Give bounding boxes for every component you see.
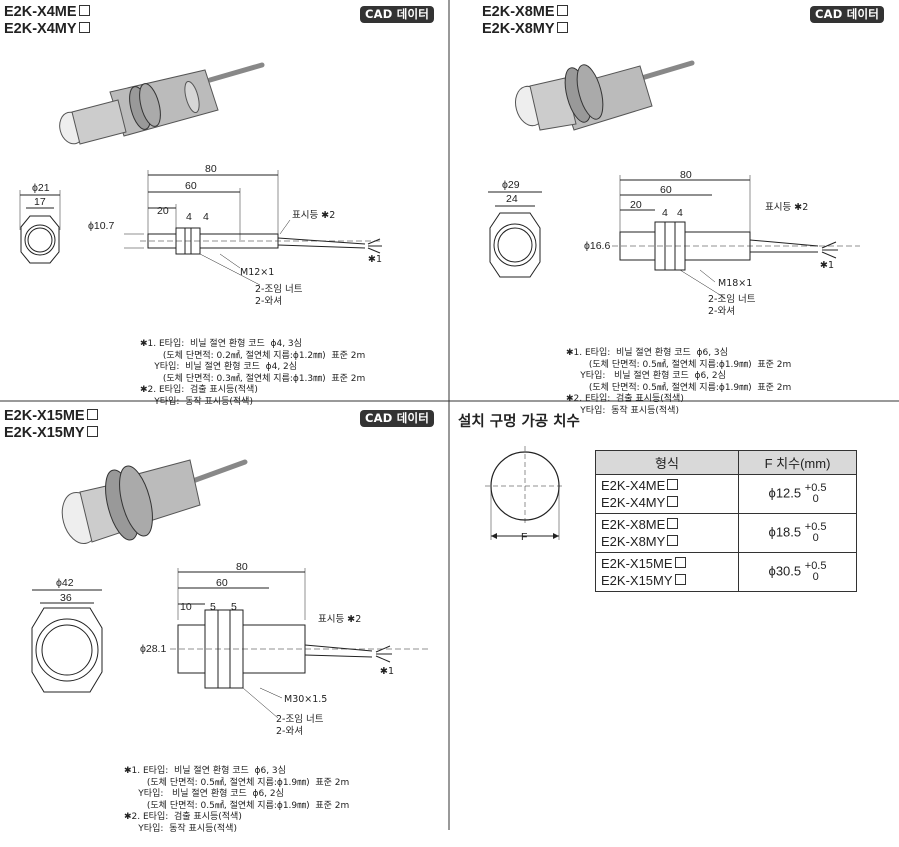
model-title-x8: E2K-X8ME E2K-X8MY bbox=[482, 4, 568, 38]
star1-label-x8: ✱1 bbox=[820, 260, 834, 271]
dim-total-x4: 80 bbox=[205, 163, 217, 175]
indicator-label-x4: 표시등 ✱2 bbox=[292, 210, 335, 221]
washer-label-x8: 2-와셔 bbox=[708, 305, 735, 317]
sensor-photo-x8 bbox=[515, 60, 695, 131]
front-view-x4 bbox=[19, 190, 61, 264]
nut-label-x8: 2-조임 너트 bbox=[708, 293, 756, 305]
table-header-model: 형식 bbox=[594, 450, 740, 475]
star1-label-x4: ✱1 bbox=[368, 254, 382, 265]
sensor-drawing-x8: ϕ29 24 80 60 20 4 4 ϕ16.6 표시등 ✱2 ✱1 M18×… bbox=[488, 60, 860, 317]
washer-label-x15: 2-와셔 bbox=[276, 725, 303, 737]
dim-nut-w2-x15: 5 bbox=[231, 601, 237, 613]
dim-nut-w1-x4: 4 bbox=[186, 211, 192, 223]
dim-body-x8: ϕ16.6 bbox=[584, 240, 610, 252]
dim-across-x8: 24 bbox=[506, 193, 518, 205]
indicator-label-x15: 표시등 ✱2 bbox=[318, 614, 361, 625]
dim-across-x4: 17 bbox=[34, 196, 46, 208]
dim-body-x15: ϕ28.1 bbox=[140, 643, 166, 655]
side-view-x4 bbox=[124, 170, 382, 286]
side-view-x8 bbox=[612, 175, 860, 299]
dim-nut-offset-x15: 10 bbox=[180, 601, 192, 613]
thread-spec-x4: M12×1 bbox=[240, 267, 274, 278]
mounting-hole-diagram: F bbox=[485, 446, 565, 543]
dim-across-x15: 36 bbox=[60, 592, 72, 604]
cad-data-button-x8[interactable]: CAD 데이터 bbox=[810, 6, 885, 23]
front-view-x15 bbox=[31, 589, 103, 693]
dim-total-x15: 80 bbox=[236, 561, 248, 573]
sensor-photo-x15 bbox=[61, 459, 248, 544]
dim-outer-x8: ϕ29 bbox=[502, 179, 520, 191]
dim-nut-offset-x4: 20 bbox=[157, 205, 169, 217]
dim-nut-offset-x8: 20 bbox=[630, 199, 642, 211]
dim-nut-w1-x8: 4 bbox=[662, 207, 668, 219]
hole-label-f: F bbox=[521, 531, 527, 543]
star1-label-x15: ✱1 bbox=[380, 666, 394, 677]
dim-nut-w2-x8: 4 bbox=[677, 207, 683, 219]
dim-total-x8: 80 bbox=[680, 169, 692, 181]
notes-x8: ✱1. E타입: 비닐 절연 환형 코드 ϕ6, 3심 (도체 단면적: 0.5… bbox=[566, 348, 792, 416]
sensor-drawing-x15: ϕ42 36 80 60 10 5 5 ϕ28.1 표시등 ✱2 ✱1 M30×… bbox=[31, 459, 430, 737]
dim-thread-x8: 60 bbox=[660, 184, 672, 196]
table-header-f: F 치수(mm) bbox=[738, 450, 857, 475]
dim-nut-w2-x4: 4 bbox=[203, 211, 209, 223]
notes-x15: ✱1. E타입: 비닐 절연 환형 코드 ϕ6, 3심 (도체 단면적: 0.5… bbox=[124, 766, 350, 834]
nut-label-x15: 2-조임 너트 bbox=[276, 713, 324, 725]
dim-thread-x15: 60 bbox=[216, 577, 228, 589]
thread-spec-x15: M30×1.5 bbox=[284, 694, 327, 705]
dim-outer-x4: ϕ21 bbox=[32, 182, 50, 194]
mounting-title: 설치 구멍 가공 치수 bbox=[458, 414, 580, 430]
dim-thread-x4: 60 bbox=[185, 180, 197, 192]
model-title-x15: E2K-X15ME E2K-X15MY bbox=[4, 408, 98, 442]
dim-body-x4: ϕ10.7 bbox=[88, 220, 114, 232]
sensor-drawing-x4: ϕ21 17 80 60 20 4 4 ϕ10.7 표시등 ✱2 ✱1 M12×… bbox=[19, 62, 382, 307]
sensor-photo-x4 bbox=[59, 62, 265, 145]
front-view-x8 bbox=[488, 191, 542, 278]
side-view-x15 bbox=[170, 568, 430, 719]
thread-spec-x8: M18×1 bbox=[718, 278, 752, 289]
model-title-x4: E2K-X4ME E2K-X4MY bbox=[4, 4, 90, 38]
dim-nut-w1-x15: 5 bbox=[210, 601, 216, 613]
washer-label-x4: 2-와셔 bbox=[255, 295, 282, 307]
notes-x4: ✱1. E타입: 비닐 절연 환형 코드 ϕ4, 3심 (도체 단면적: 0.2… bbox=[140, 339, 366, 407]
page-grid bbox=[0, 0, 899, 830]
cad-data-button-x4[interactable]: CAD 데이터 bbox=[360, 6, 435, 23]
nut-label-x4: 2-조임 너트 bbox=[255, 283, 303, 295]
cad-data-button-x15[interactable]: CAD 데이터 bbox=[360, 410, 435, 427]
indicator-label-x8: 표시등 ✱2 bbox=[765, 202, 808, 213]
dim-outer-x15: ϕ42 bbox=[56, 577, 74, 589]
